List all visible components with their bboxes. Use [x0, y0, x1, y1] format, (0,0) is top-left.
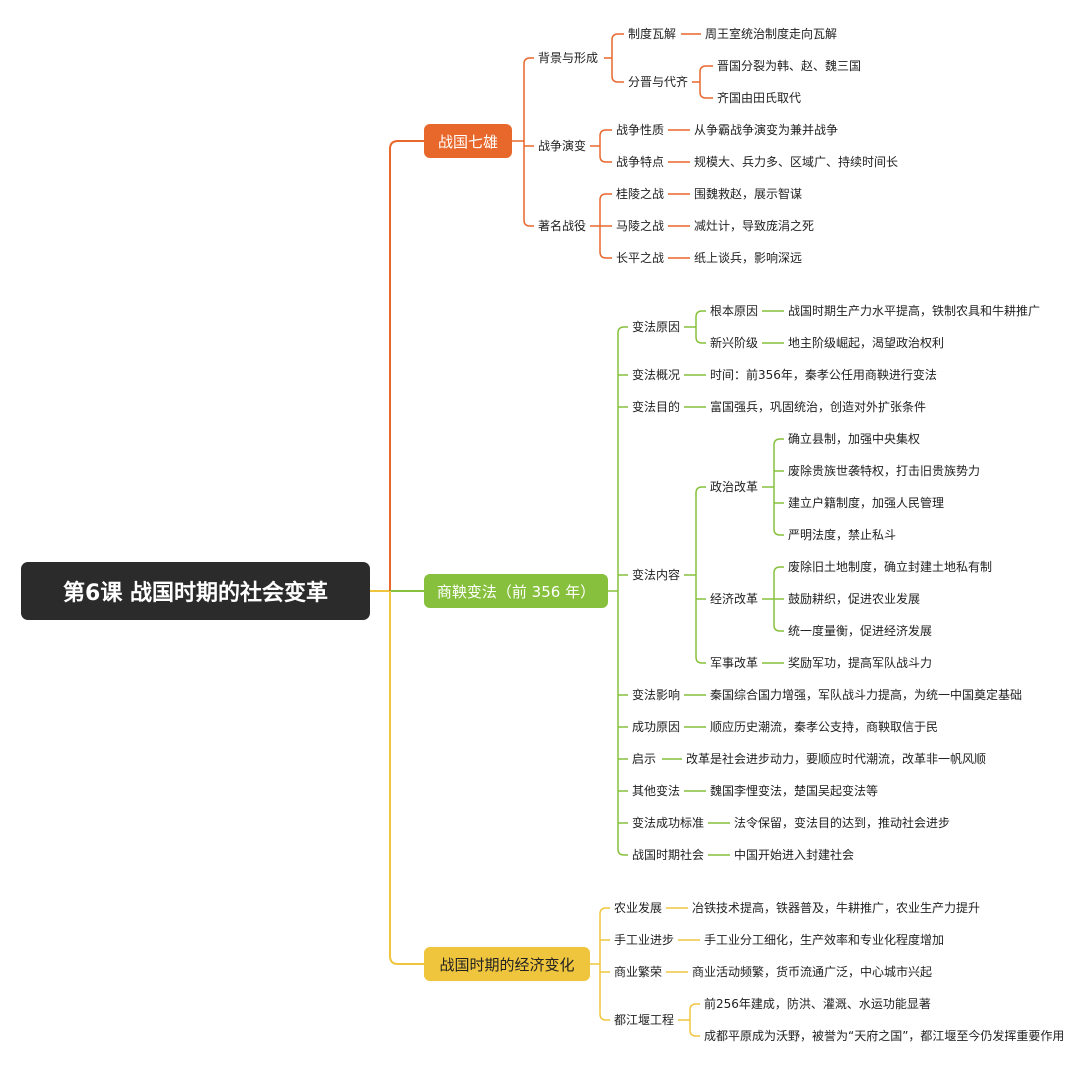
node-zhidu-wajie: 制度瓦解: [628, 27, 677, 41]
node-military: 军事改革: [710, 656, 759, 670]
connector-line: [389, 591, 424, 965]
node-fenjin-daiqi: 分晋与代齐: [628, 75, 689, 89]
leaf-fenjin-2: 齐国由田氏取代: [717, 91, 802, 105]
leaf-dujiangyan-1: 前256年建成，防洪、灌溉、水运功能显著: [704, 997, 931, 1011]
node-agriculture: 农业发展: [614, 901, 663, 915]
node-lesson: 启示: [632, 752, 657, 766]
leaf-military-desc: 奖励军功，提高军队战斗力: [788, 656, 933, 670]
leaf-economic-1: 废除旧土地制度，确立封建土地私有制: [788, 560, 993, 574]
leaf-war-nature-desc: 从争霸战争演变为兼并战争: [694, 123, 839, 137]
leaf-goal-desc: 富国强兵，巩固统治，创造对外扩张条件: [710, 400, 927, 414]
connector-line: [773, 528, 784, 536]
connector-line: [599, 907, 610, 915]
leaf-zhidu-desc: 周王室统治制度走向瓦解: [705, 27, 838, 41]
node-standard: 变法成功标准: [632, 816, 705, 830]
connector-line: [611, 33, 624, 41]
connector-line: [699, 91, 713, 99]
leaf-economic-3: 统一度量衡，促进经济发展: [788, 624, 933, 638]
leaf-political-1: 确立县制，加强中央集权: [788, 432, 921, 446]
leaf-maling-desc: 减灶计，导致庞涓之死: [694, 219, 815, 233]
node-xinxing: 新兴阶级: [710, 336, 759, 350]
connector-line: [695, 336, 706, 344]
node-war-features: 战争特点: [616, 155, 665, 169]
node-war-evolution: 战争演变: [538, 139, 587, 153]
root-title: 第6课 战国时期的社会变革: [21, 562, 370, 620]
leaf-guiling-desc: 围魏救赵，展示智谋: [694, 187, 803, 201]
leaf-handicraft-desc: 手工业分工细化，生产效率和专业化程度增加: [704, 933, 945, 947]
node-economic: 经济改革: [710, 592, 759, 606]
branch-shangyang-bianfa[interactable]: 商鞅变法（前 356 年）: [424, 574, 608, 608]
leaf-political-2: 废除贵族世袭特权，打击旧贵族势力: [788, 464, 981, 478]
leaf-fenjin-1: 晋国分裂为韩、赵、魏三国: [717, 59, 862, 73]
node-goal: 变法目的: [632, 400, 681, 414]
node-reason: 变法原因: [632, 320, 681, 334]
node-bg-formation: 背景与形成: [538, 51, 599, 65]
leaf-genben-desc: 战国时期生产力水平提高，铁制农具和牛耕推广: [788, 304, 1041, 318]
leaf-commerce-desc: 商业活动频繁，货币流通广泛，中心城市兴起: [692, 965, 933, 979]
connector-line: [599, 129, 612, 137]
node-commerce: 商业繁荣: [614, 965, 663, 979]
connector-line: [689, 1029, 700, 1037]
node-success: 成功原因: [632, 720, 681, 734]
leaf-lesson-desc: 改革是社会进步动力，要顺应时代潮流，改革非一帆风顺: [686, 752, 987, 766]
connector-line: [773, 566, 784, 574]
node-overview: 变法概况: [632, 368, 681, 382]
node-impact: 变法影响: [632, 688, 681, 702]
node-other: 其他变法: [632, 784, 681, 798]
connector-line: [617, 326, 628, 334]
node-dujiangyan: 都江堰工程: [614, 1013, 675, 1027]
leaf-society-desc: 中国开始进入封建社会: [734, 848, 855, 862]
leaf-overview-desc: 时间：前356年，秦孝公任用商鞅进行变法: [710, 368, 937, 382]
node-political: 政治改革: [710, 480, 759, 494]
branch-economy-change[interactable]: 战国时期的经济变化: [424, 947, 590, 981]
node-society: 战国时期社会: [632, 848, 705, 862]
connector-line: [599, 251, 612, 259]
connector-line: [617, 848, 628, 856]
leaf-success-desc: 顺应历史潮流，秦孝公支持，商鞅取信于民: [710, 720, 939, 734]
leaf-dujiangyan-2: 成都平原成为沃野，被誉为“天府之国”，都江堰至今仍发挥重要作用: [704, 1029, 1065, 1043]
connector-line: [599, 1013, 610, 1021]
leaf-economic-2: 鼓励耕织，促进农业发展: [788, 592, 921, 606]
leaf-political-3: 建立户籍制度，加强人民管理: [788, 496, 945, 510]
leaf-political-4: 严明法度，禁止私斗: [788, 528, 897, 542]
connector-line: [689, 1003, 700, 1011]
connector-line: [523, 219, 534, 227]
node-content: 变法内容: [632, 568, 681, 582]
node-war-nature: 战争性质: [616, 123, 665, 137]
node-maling: 马陵之战: [616, 219, 665, 233]
leaf-other-desc: 魏国李悝变法，楚国吴起变法等: [710, 784, 879, 798]
node-handicraft: 手工业进步: [614, 933, 675, 947]
connector-line: [773, 438, 784, 446]
connector-line: [599, 155, 612, 163]
branch-zhanguo-qixiong[interactable]: 战国七雄: [424, 124, 512, 158]
node-guiling: 桂陵之战: [616, 187, 665, 201]
leaf-impact-desc: 秦国综合国力增强，军队战斗力提高，为统一中国奠定基础: [710, 688, 1023, 702]
connector-line: [695, 486, 706, 494]
leaf-standard-desc: 法令保留，变法目的达到，推动社会进步: [734, 816, 951, 830]
leaf-changping-desc: 纸上谈兵，影响深远: [694, 251, 803, 265]
connector-line: [695, 656, 706, 664]
node-changping: 长平之战: [616, 251, 665, 265]
connector-line: [699, 65, 713, 73]
leaf-agriculture-desc: 冶铁技术提高，铁器普及，牛耕推广，农业生产力提升: [692, 901, 981, 915]
connector-line: [695, 310, 706, 318]
leaf-war-features-desc: 规模大、兵力多、区域广、持续时间长: [694, 155, 899, 169]
node-genben: 根本原因: [710, 304, 759, 318]
connector-line: [611, 75, 624, 83]
connector-line: [389, 140, 424, 591]
connector-line: [523, 57, 534, 65]
node-famous-battles: 著名战役: [538, 219, 587, 233]
connector-line: [599, 193, 612, 201]
leaf-xinxing-desc: 地主阶级崛起，渴望政治权利: [788, 336, 945, 350]
connector-line: [773, 624, 784, 632]
